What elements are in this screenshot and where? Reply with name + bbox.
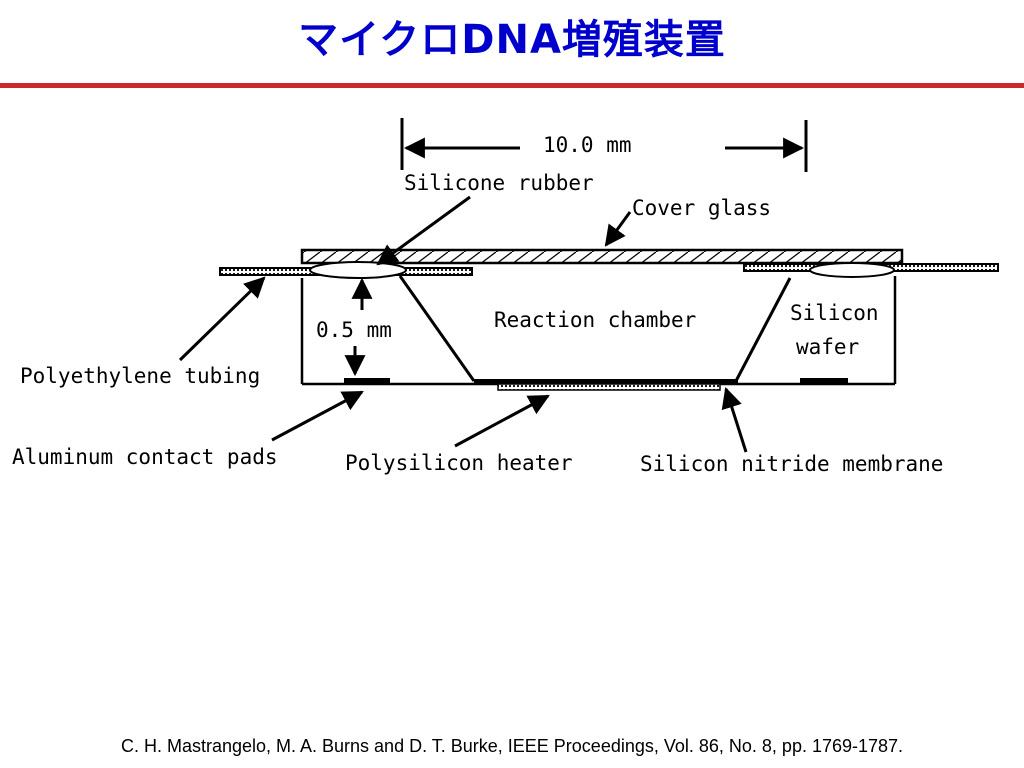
etch-wall-left [398,275,476,382]
leader-silicone-rubber [376,195,471,266]
silicon-nitride-membrane [474,379,738,384]
aluminum-contact-pad-right [800,378,848,384]
width-dimension-label: 10.0 mm [543,133,632,157]
height-dimension-label: 0.5 mm [316,318,392,342]
label-silicon-nitride-membrane: Silicon nitride membrane [640,452,943,476]
label-aluminum-contact-pads: Aluminum contact pads [12,445,278,469]
title-divider [0,83,1024,88]
silicone-rubber-seal-left [309,261,407,279]
label-silicon-wafer-line2: wafer [796,335,859,359]
leader-aluminum-contact-pads [271,390,364,442]
label-cover-glass: Cover glass [632,196,771,220]
height-dimension: 0.5 mm [316,277,392,377]
aluminum-contact-pad-left [344,378,390,384]
etch-wall-right [734,277,792,382]
label-silicon-wafer-line1: Silicon [790,301,879,325]
slide-title: マイクロDNA増殖装置 [298,17,726,63]
label-reaction-chamber: Reaction chamber [494,308,696,332]
label-silicone-rubber: Silicone rubber [404,171,594,195]
polysilicon-heater [497,383,721,391]
width-dimension: 10.0 mm [400,118,808,172]
leader-cover-glass [604,211,632,247]
cover-glass [300,248,904,265]
leader-polyethylene-tubing [178,276,266,362]
citation: C. H. Mastrangelo, M. A. Burns and D. T.… [120,736,904,756]
silicone-rubber-seal-right [809,262,895,278]
leader-polysilicon-heater [454,394,550,448]
label-polysilicon-heater: Polysilicon heater [345,451,573,475]
leader-silicon-nitride-membrane [721,386,748,453]
label-polyethylene-tubing: Polyethylene tubing [20,364,260,388]
